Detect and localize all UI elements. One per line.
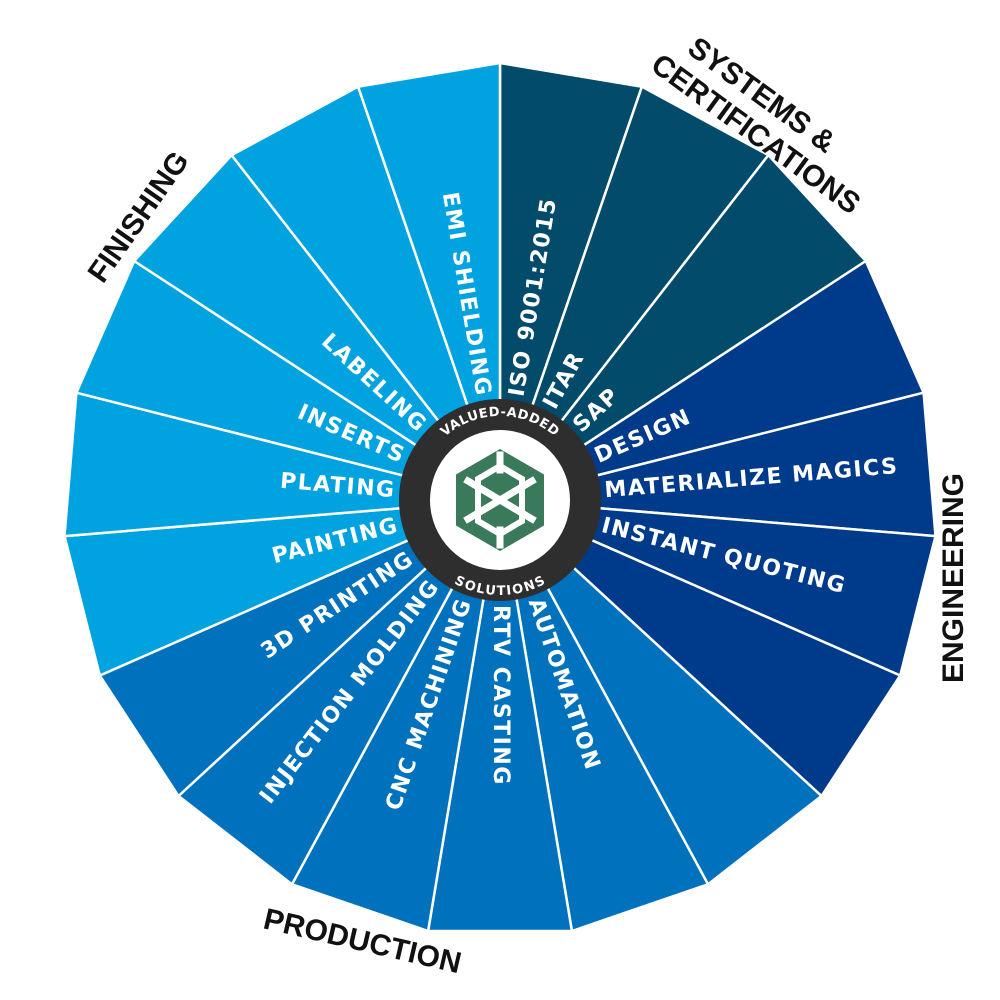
segment-label-rtv-casting: RTV CASTING: [488, 605, 513, 786]
category-label-engineering: ENGINEERING: [937, 473, 970, 683]
wheel-segment-19: [356, 61, 502, 502]
hexagon-logo-icon: [456, 449, 544, 551]
hub: VALUED-ADDED SOLUTIONS: [399, 399, 601, 601]
segments-layer: [63, 61, 937, 933]
